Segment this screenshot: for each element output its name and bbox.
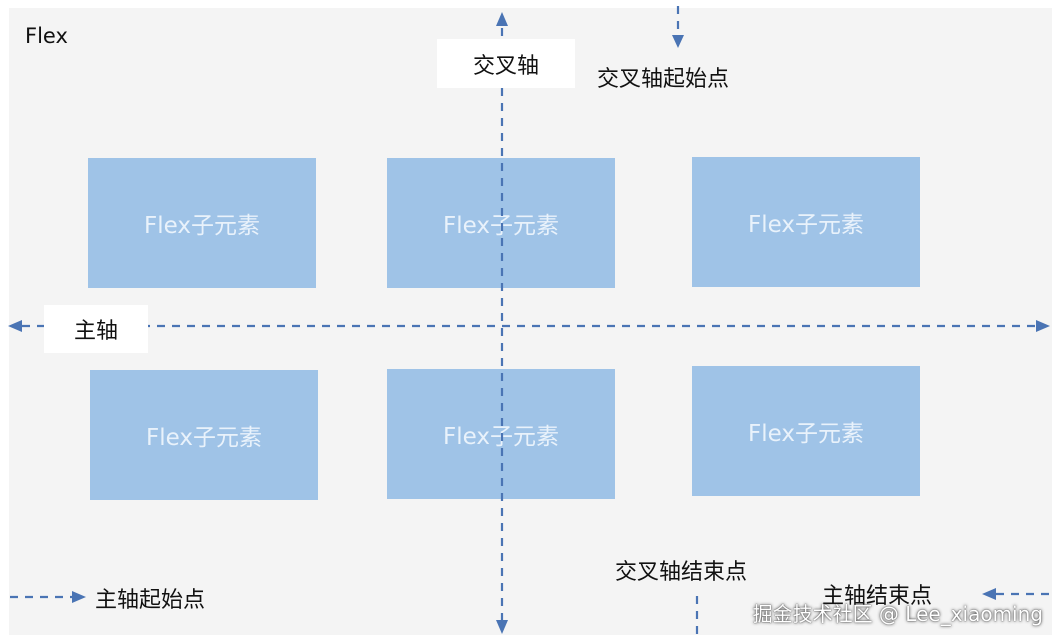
flex-item-3: Flex子元素 [692,157,920,287]
cross-axis-end-label: 交叉轴结束点 [615,560,748,585]
main-axis-start-label: 主轴起始点 [95,588,206,613]
flex-item-4: Flex子元素 [90,370,318,500]
flex-container-label: Flex [25,24,68,48]
main-axis-label: 主轴 [44,305,148,353]
main-axis-start-arrow-icon [72,591,86,603]
flex-item-6: Flex子元素 [692,366,920,496]
main-axis-right-arrow-icon [1036,320,1050,332]
cross-axis-label: 交叉轴 [437,39,575,88]
watermark: 掘金技术社区 @ Lee_xiaoming [752,602,1043,626]
cross-axis-start-label: 交叉轴起始点 [597,67,730,92]
cross-axis-start-arrow-icon [672,35,684,48]
main-axis-left-arrow-icon [8,320,22,332]
flex-item-1: Flex子元素 [88,158,316,288]
flex-container [9,8,1052,635]
main-axis-end-arrow-icon [982,588,996,600]
cross-axis-top-arrow-icon [496,12,508,26]
cross-axis-bottom-arrow-icon [496,620,508,634]
main-axis-end-label: 主轴结束点 [822,584,933,609]
